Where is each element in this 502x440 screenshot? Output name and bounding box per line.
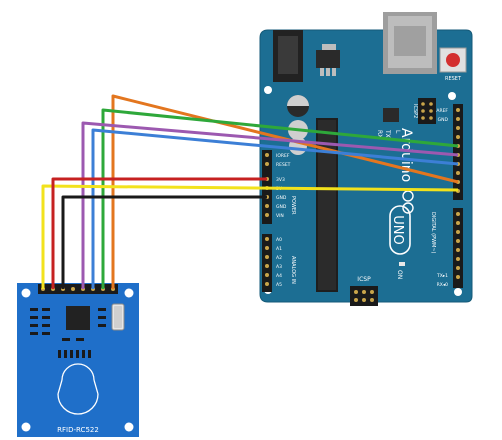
uno-logo: UNO [389,205,411,255]
wire-yellow [41,184,459,289]
tx1-label: TX▸1 [436,273,448,279]
icsp-header [350,286,378,306]
wire-red [51,177,267,289]
pin-label-a4: A4 [276,273,282,279]
uno-label: UNO [390,215,405,244]
mounting-hole [264,86,272,94]
pin-label-3v3: 3V3 [276,177,285,183]
icsp2-header [418,98,436,124]
on-label: ON [396,270,403,279]
analog-header [262,234,272,292]
icsp2-label: ICSP2 [412,104,418,118]
digital-header-upper [453,104,463,200]
rx0-label: RX◂0 [437,282,448,288]
digital-header-label: DIGITAL (PWM~) [430,212,436,254]
antenna-outline [57,363,99,415]
on-led [399,262,405,266]
wire-green [101,108,459,289]
arduino-brand-label: Arduino [398,128,414,182]
wires [41,94,459,289]
pin-label-ioref: IOREF [276,153,290,159]
pin-label-a1: A1 [276,246,282,252]
mounting-hole [124,288,134,298]
wire-blue [91,128,459,289]
mounting-hole [124,422,134,432]
mfrc522-chip [66,306,90,330]
pin-label-reset: RESET [276,162,291,168]
pin-label-a0: A0 [276,237,282,243]
digital-header-lower [453,208,463,288]
wire-purple [81,121,459,289]
tx-label: TX [384,129,391,138]
pin-label-a3: A3 [276,264,282,270]
mounting-hole [21,288,31,298]
mounting-hole [454,288,462,296]
usb-controller-chip [383,108,399,122]
pin-label-gnd: GND [276,195,287,201]
voltage-regulator [316,50,340,68]
rfid-rc522-module: RFID-RC522 [17,283,139,437]
mounting-hole [448,92,456,100]
pin-label-a5: A5 [276,282,282,288]
mounting-hole [21,422,31,432]
pin-label-vin: VIN [276,213,284,219]
smd-components [30,308,106,358]
l-led-label: L [394,130,401,134]
rfid-header [38,284,118,294]
pin-label-gnd: GND [276,204,287,210]
arduino-uno-board: RESET ICSP2 TX RX L Arduino UNO [259,12,473,306]
rx-label: RX [376,130,383,138]
power-header-label: POWER [290,196,296,215]
analog-pin-labels: A0 A1 A2 A3 A4 A5 [276,237,282,288]
pin-label-a2: A2 [276,255,282,261]
wire-black [61,195,267,289]
analog-header-label: ANALOG IN [290,256,296,284]
rfid-label: RFID-RC522 [57,426,99,434]
reset-button-cap[interactable] [446,53,460,67]
icsp-label: ICSP [357,276,371,283]
gnd-label-digital: GND [438,117,449,123]
aref-label: AREF [436,108,448,114]
reset-label: RESET [445,76,462,82]
